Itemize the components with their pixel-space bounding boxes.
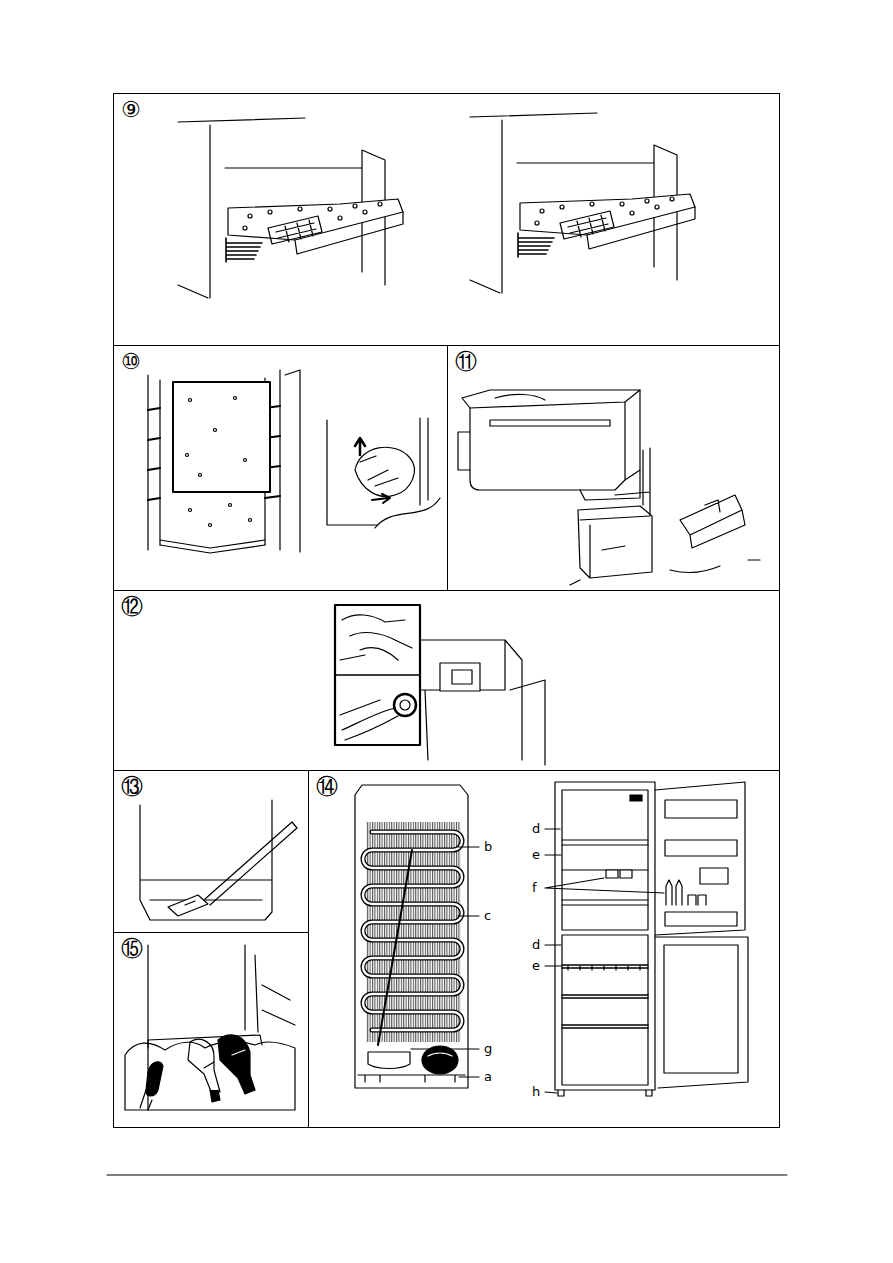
part-letter: e	[531, 847, 541, 863]
figure-number: ⑨	[121, 98, 141, 122]
figure-number: ⑭	[316, 775, 338, 799]
part-letter: c	[483, 908, 492, 924]
part-letter: h	[531, 1084, 541, 1100]
figure-panel: ⑭	[308, 770, 780, 1128]
figure-panel: ⑩	[113, 345, 448, 591]
figure-panel: ⑪	[447, 345, 780, 591]
part-letter: d	[531, 937, 541, 953]
figure-number: ⑬	[121, 775, 143, 799]
figure-panel: ⑬	[113, 770, 309, 933]
figure-number: ⑩	[121, 350, 141, 374]
figure-number: ⑮	[121, 937, 143, 961]
part-letter: b	[483, 839, 493, 855]
figure-panel: ⑮	[113, 932, 309, 1128]
figure-number: ⑪	[455, 350, 477, 374]
part-letter: e	[531, 958, 541, 974]
figure-panel: ⑨	[113, 93, 780, 346]
part-letter: a	[483, 1069, 493, 1085]
figure-panel: ⑫	[113, 590, 780, 771]
figure-number: ⑫	[121, 595, 143, 619]
part-letter: d	[531, 821, 541, 837]
part-letter: g	[483, 1041, 493, 1057]
part-letter: f	[531, 880, 538, 896]
